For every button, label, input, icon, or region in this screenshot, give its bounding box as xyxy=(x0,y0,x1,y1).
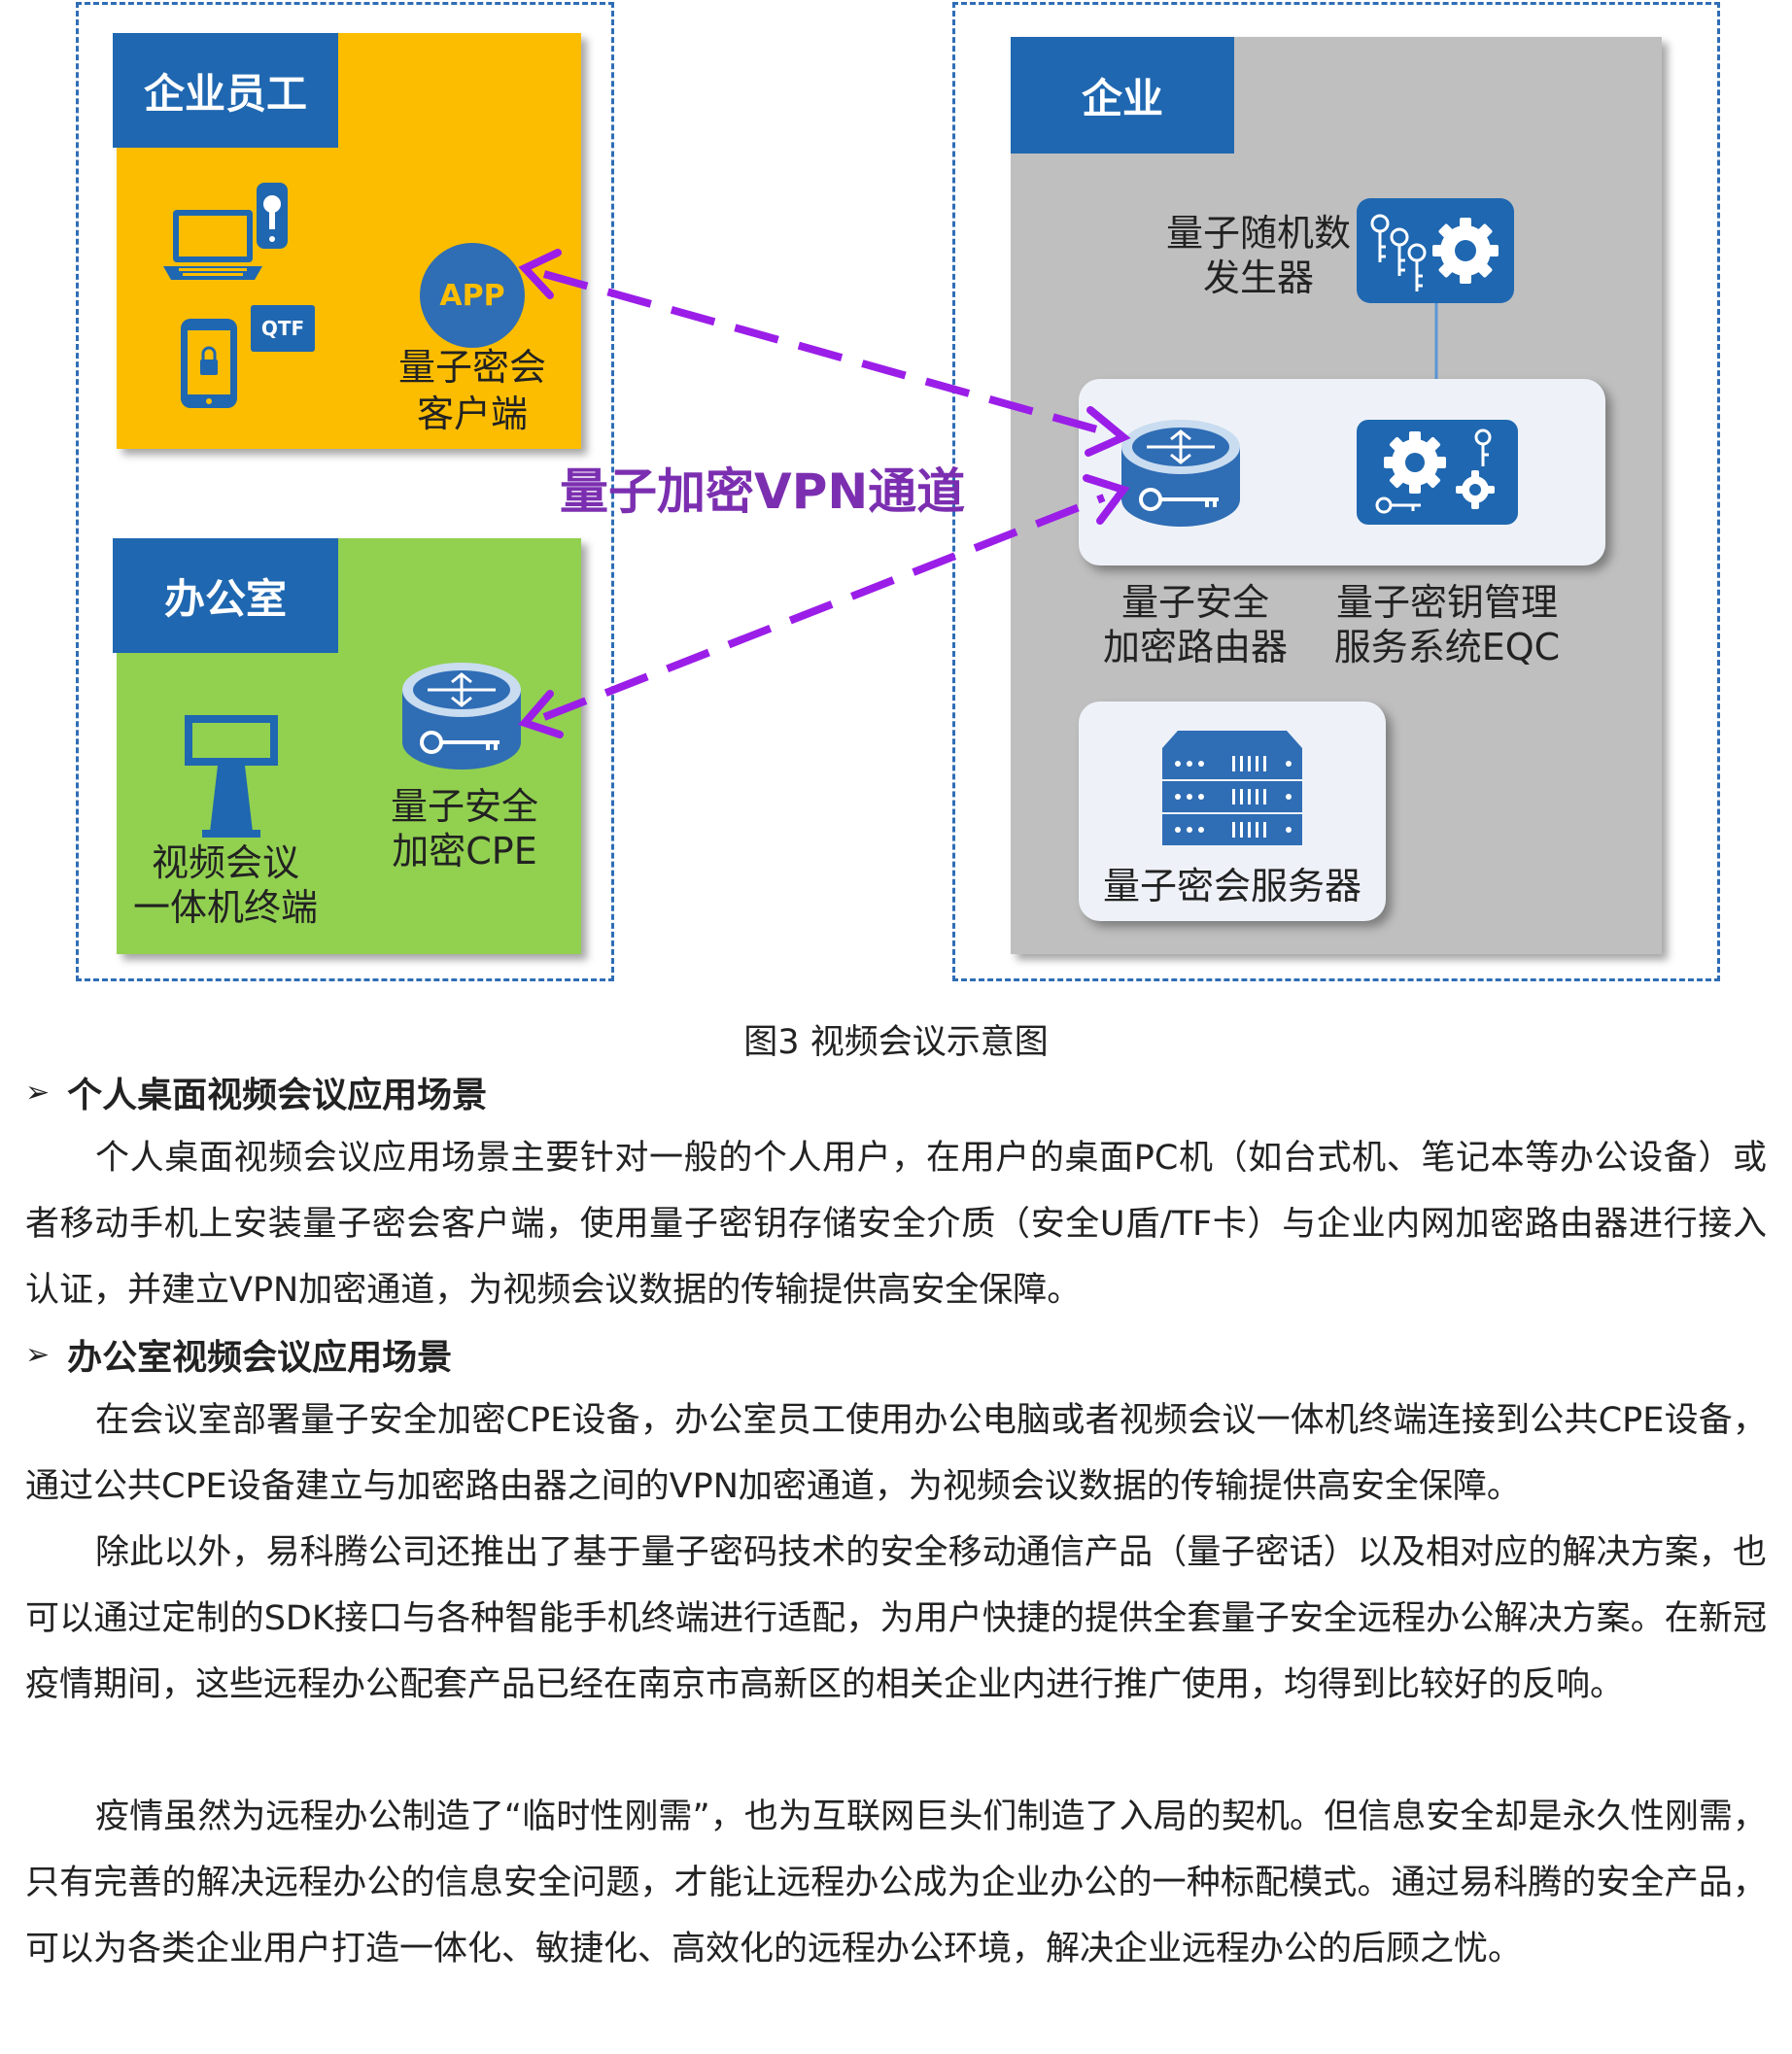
cpe-label-2: 加密CPE xyxy=(392,830,537,873)
eqc-label-1: 量子密钥管理 xyxy=(1335,581,1558,624)
eqc-label-2: 服务系统EQC xyxy=(1333,626,1561,668)
eqc-gears-key-icon xyxy=(1357,420,1518,525)
arrowhead-router-top xyxy=(1085,406,1131,457)
rng-label-2: 发生器 xyxy=(1202,257,1314,299)
right-dashed-frame xyxy=(952,2,1720,981)
left-dashed-frame xyxy=(76,2,614,981)
section1-paragraph: 个人桌面视频会议应用场景主要针对一般的个人用户，在用户的桌面PC机（如台式机、笔… xyxy=(25,1139,1767,1310)
cpe-label-1: 量子安全 xyxy=(390,785,538,828)
arrowhead-cpe xyxy=(518,690,564,738)
bullet-arrow-icon: ➢ xyxy=(25,1075,51,1110)
usb-key-icon xyxy=(257,183,288,249)
video-terminal-icon xyxy=(185,715,278,838)
section2-heading-text: 办公室视频会议应用场景 xyxy=(67,1338,453,1378)
section2-paragraph: 在会议室部署量子安全加密CPE设备，办公室员工使用办公电脑或者视频会议一体机终端… xyxy=(25,1401,1767,1506)
figure-caption: 图3 视频会议示意图 xyxy=(743,1023,1049,1062)
client-label-1: 量子密会 xyxy=(397,346,546,389)
quantum-router-icon xyxy=(1121,420,1240,527)
router-label-1: 量子安全 xyxy=(1120,581,1269,624)
rng-label-1: 量子随机数 xyxy=(1165,212,1351,255)
bullet-arrow-icon: ➢ xyxy=(25,1337,51,1372)
tf-card-label: QTF xyxy=(260,317,305,340)
vpn-channel-label: 量子加密VPN通道 xyxy=(560,463,966,520)
vpn-channel-arrows xyxy=(518,249,1131,738)
section1-heading: ➢ 个人桌面视频会议应用场景 xyxy=(25,1067,487,1117)
cpe-router-icon xyxy=(402,663,521,770)
terminal-label-2: 一体机终端 xyxy=(132,886,318,929)
router-label-2: 加密路由器 xyxy=(1102,626,1288,668)
office-title: 办公室 xyxy=(113,538,338,653)
tf-card-icon: QTF xyxy=(251,305,315,352)
section2-heading: ➢ 办公室视频会议应用场景 xyxy=(25,1329,452,1380)
rng-keys-gear-icon xyxy=(1357,198,1514,303)
terminal-label-1: 视频会议 xyxy=(151,841,299,884)
app-label: APP xyxy=(439,278,505,313)
vpn-arrow-cpe-router xyxy=(542,494,1106,721)
section1-heading-text: 个人桌面视频会议应用场景 xyxy=(67,1076,488,1115)
arrowhead-app xyxy=(518,249,562,299)
paragraph-4: 疫情虽然为远程办公制造了“临时性刚需”，也为互联网巨头们制造了入局的契机。但信息… xyxy=(25,1797,1767,1968)
paragraph-3: 除此以外，易科腾公司还推出了基于量子密码技术的安全移动通信产品（量子密话）以及相… xyxy=(25,1533,1767,1704)
enterprise-title: 企业 xyxy=(1011,37,1234,154)
phone-lock-icon xyxy=(181,319,237,408)
server-label: 量子密会服务器 xyxy=(1102,865,1361,907)
laptop-icon xyxy=(163,210,262,280)
client-label-2: 客户端 xyxy=(416,393,528,435)
app-icon: APP xyxy=(420,243,525,348)
employee-title: 企业员工 xyxy=(113,33,338,148)
arrowhead-router-bottom xyxy=(1083,474,1130,525)
server-rack-icon xyxy=(1162,731,1302,845)
vpn-arrow-app-router xyxy=(542,270,1106,435)
